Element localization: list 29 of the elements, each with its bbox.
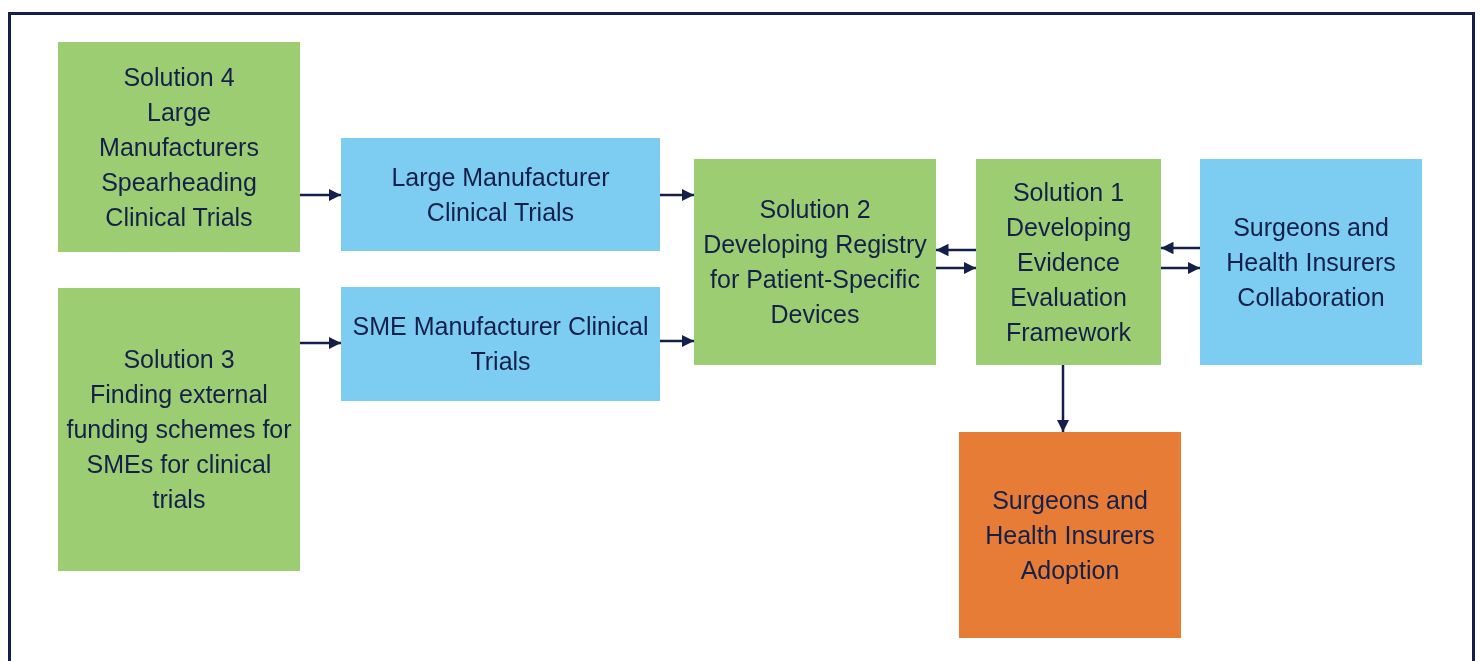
box-text: SME Manufacturer Clinical Trials xyxy=(351,311,650,377)
box-heading: Solution 1 xyxy=(1012,176,1125,208)
outcome-box xyxy=(959,432,1181,638)
box-text: Large Manufacturer Clinical Trials xyxy=(390,161,611,228)
box-heading: Solution 4 xyxy=(123,61,235,93)
arrow xyxy=(300,336,341,350)
arrow xyxy=(660,188,694,202)
process-box xyxy=(341,287,660,401)
process-box xyxy=(341,138,660,251)
solution-box xyxy=(58,42,300,252)
box-text: Developing Evidence Evaluation Framework xyxy=(1004,211,1133,348)
arrow xyxy=(1056,365,1070,432)
box-text: Developing Registry for Patient-Specific Devices xyxy=(702,229,928,330)
box-text: Finding external funding schemes for SMEs for clinical trials xyxy=(66,379,292,515)
box-heading: Solution 3 xyxy=(123,344,235,375)
solution-box xyxy=(58,288,300,571)
box-text: Surgeons and Health Insurers Collaboration xyxy=(1225,211,1397,313)
arrow xyxy=(660,334,694,348)
box-heading: Solution 2 xyxy=(759,194,871,225)
box-text: Large Manufacturers Spearheading Clinical Trials xyxy=(98,96,260,233)
arrow xyxy=(936,261,976,275)
arrow xyxy=(936,243,976,257)
arrow xyxy=(1161,261,1200,275)
solution-box xyxy=(694,159,936,365)
process-box xyxy=(1200,159,1422,365)
solution-box xyxy=(976,159,1161,365)
arrow xyxy=(300,188,341,202)
box-text: Surgeons and Health Insurers Adoption xyxy=(984,484,1156,586)
arrow xyxy=(1161,241,1200,255)
